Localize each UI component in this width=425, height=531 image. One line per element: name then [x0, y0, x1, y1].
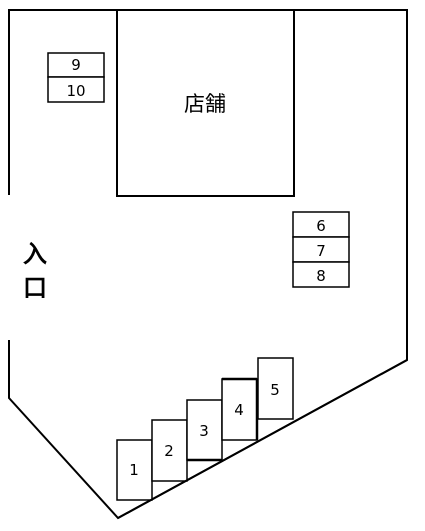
space-2-label: 2	[164, 442, 174, 460]
space-4: 4	[221, 377, 259, 441]
space-5: 5	[257, 357, 294, 420]
space-6: 6	[292, 211, 350, 238]
space-10-label: 10	[66, 82, 85, 100]
space-4-label: 4	[234, 401, 244, 419]
space-9: 9	[47, 52, 105, 78]
space-2: 2	[151, 419, 188, 482]
store-label: 店舗	[184, 92, 226, 116]
entrance-label-top: 入	[23, 240, 47, 268]
space-9-label: 9	[71, 56, 81, 74]
space-1-label: 1	[129, 461, 139, 479]
space-3-label: 3	[199, 422, 209, 440]
space-3: 3	[186, 399, 223, 462]
space-1: 1	[116, 439, 153, 501]
store-building	[116, 9, 295, 197]
space-6-label: 6	[316, 217, 326, 235]
space-10: 10	[47, 76, 105, 103]
entrance-label-bottom: 口	[23, 274, 47, 302]
space-7: 7	[292, 236, 350, 263]
space-7-label: 7	[316, 242, 326, 260]
space-8: 8	[292, 261, 350, 288]
space-8-label: 8	[316, 267, 326, 285]
space-5-label: 5	[270, 381, 280, 399]
